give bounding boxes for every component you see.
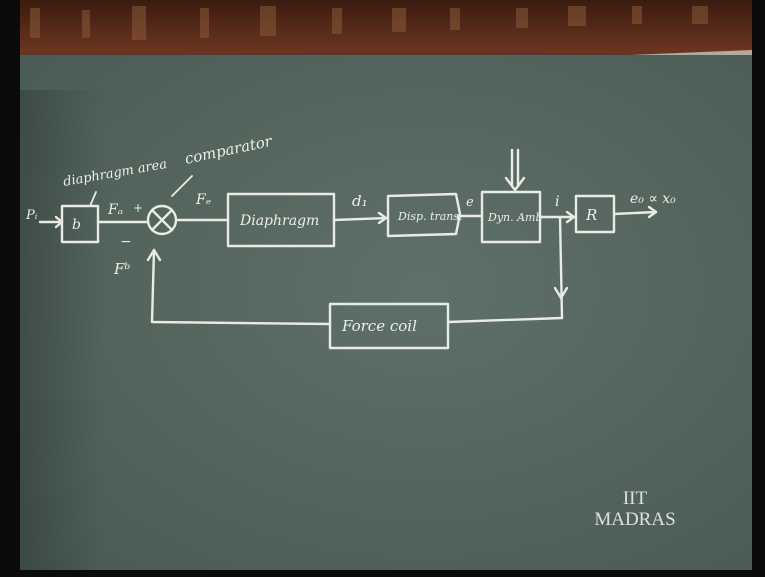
disturbance-arrow bbox=[504, 148, 526, 192]
signal-fe: Fₑ bbox=[195, 192, 211, 208]
board-shadow bbox=[20, 90, 105, 570]
signal-input: Pᵢ bbox=[25, 208, 38, 223]
signal-d1: d₁ bbox=[352, 192, 368, 210]
block-displacement bbox=[386, 192, 462, 238]
annotation-comparator: comparator bbox=[183, 132, 274, 168]
annotation-diaphragm-area: diaphragm area bbox=[62, 157, 168, 190]
output-arrow bbox=[612, 210, 658, 216]
comparator-junction bbox=[146, 204, 178, 236]
block-diaphragm-label: Diaphragm bbox=[239, 213, 319, 229]
watermark-line2: MADRAS bbox=[594, 509, 676, 530]
signal-fb: Fᵇ bbox=[113, 260, 130, 278]
block-area-label: b bbox=[72, 217, 81, 233]
sign-minus: − bbox=[120, 234, 132, 250]
sign-plus: + bbox=[133, 201, 143, 215]
signal-e: e bbox=[466, 195, 474, 210]
chalkboard bbox=[20, 55, 752, 570]
signal-fa: Fₐ bbox=[107, 202, 123, 218]
block-area bbox=[60, 204, 100, 244]
block-displacement-label: Disp. trans. bbox=[397, 210, 462, 223]
annotation-pointer-area bbox=[89, 191, 97, 207]
signal-output: e₀ ∝ x₀ bbox=[630, 191, 676, 207]
block-force-coil bbox=[328, 302, 450, 350]
link-diaphragm-displacement bbox=[332, 216, 388, 222]
block-resistor-label: R bbox=[585, 206, 597, 224]
block-force-coil-label: Force coil bbox=[341, 317, 417, 335]
annotation-pointer-comparator bbox=[171, 175, 193, 197]
input-arrow bbox=[38, 215, 64, 229]
signal-i: i bbox=[555, 194, 559, 210]
watermark-line1: IIT bbox=[622, 488, 648, 509]
block-dynamic-label: Dyn. Amb bbox=[487, 211, 543, 224]
watermark-logo: IIT MADRAS bbox=[585, 488, 685, 530]
feedback-path bbox=[146, 215, 569, 326]
